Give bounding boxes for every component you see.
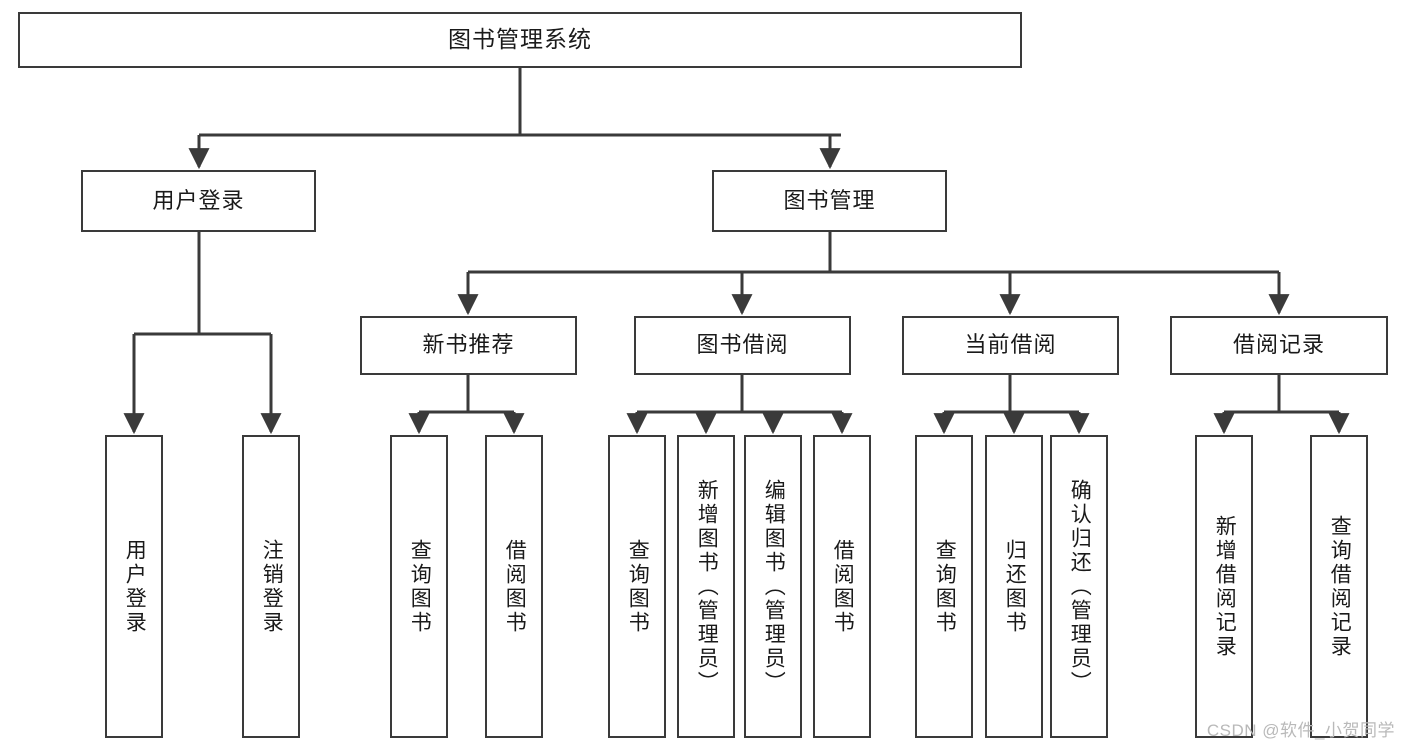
node-label: 查询图书	[408, 538, 432, 635]
node-label: 图书借阅	[696, 332, 789, 358]
leaf-current-borrow-query-book[interactable]: 查询图书	[915, 435, 973, 738]
node-label: 新增图书（管理员）	[695, 478, 719, 695]
node-label: 归还图书	[1003, 538, 1027, 635]
node-label: 编辑图书（管理员）	[762, 478, 786, 695]
node-book-borrow[interactable]: 图书借阅	[634, 316, 851, 375]
node-label: 图书管理系统	[448, 26, 592, 53]
node-label: 借阅图书	[503, 538, 527, 635]
node-borrow-record[interactable]: 借阅记录	[1170, 316, 1388, 375]
node-current-borrow[interactable]: 当前借阅	[902, 316, 1119, 375]
node-label: 确认归还（管理员）	[1068, 478, 1092, 695]
leaf-user-login-logout[interactable]: 注销登录	[242, 435, 300, 738]
node-label: 查询图书	[933, 538, 957, 635]
node-label: 新增借阅记录	[1213, 514, 1237, 659]
leaf-borrow-record-query-record[interactable]: 查询借阅记录	[1310, 435, 1368, 738]
node-new-book-recommend[interactable]: 新书推荐	[360, 316, 577, 375]
node-label: 用户登录	[123, 538, 147, 635]
node-label: 用户登录	[152, 187, 245, 213]
leaf-book-borrow-query-book[interactable]: 查询图书	[608, 435, 666, 738]
node-label: 注销登录	[260, 538, 284, 635]
node-user-login[interactable]: 用户登录	[81, 170, 316, 232]
leaf-book-borrow-add-book-admin[interactable]: 新增图书（管理员）	[677, 435, 735, 738]
csdn-watermark: CSDN @软件_小贺同学	[1206, 721, 1395, 740]
leaf-new-book-borrow-book[interactable]: 借阅图书	[485, 435, 543, 738]
node-label: 新书推荐	[422, 332, 515, 358]
node-label: 查询借阅记录	[1328, 514, 1352, 659]
node-label: 查询图书	[626, 538, 650, 635]
leaf-current-borrow-return-book[interactable]: 归还图书	[985, 435, 1043, 738]
node-label: 当前借阅	[964, 332, 1057, 358]
node-label: 借阅记录	[1232, 332, 1325, 358]
node-label: 图书管理	[783, 187, 876, 213]
leaf-current-borrow-confirm-return-admin[interactable]: 确认归还（管理员）	[1050, 435, 1108, 738]
leaf-borrow-record-add-record[interactable]: 新增借阅记录	[1195, 435, 1253, 738]
leaf-book-borrow-borrow-book[interactable]: 借阅图书	[813, 435, 871, 738]
node-root-book-management-system[interactable]: 图书管理系统	[18, 12, 1022, 68]
node-book-management[interactable]: 图书管理	[712, 170, 947, 232]
leaf-book-borrow-edit-book-admin[interactable]: 编辑图书（管理员）	[744, 435, 802, 738]
node-label: 借阅图书	[831, 538, 855, 635]
leaf-user-login-login[interactable]: 用户登录	[105, 435, 163, 738]
leaf-new-book-query-book[interactable]: 查询图书	[390, 435, 448, 738]
